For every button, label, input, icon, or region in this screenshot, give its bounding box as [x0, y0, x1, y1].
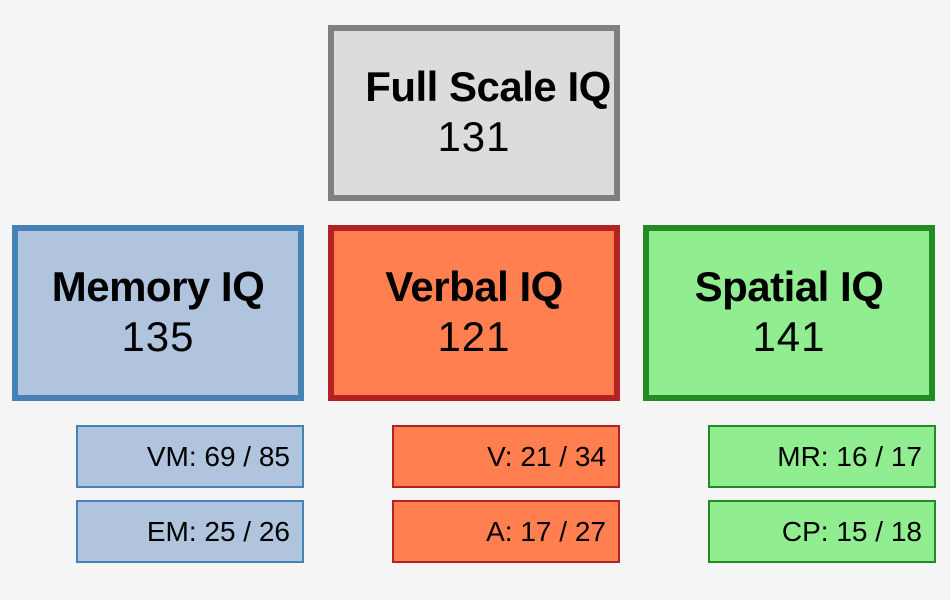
full-scale-iq-box: Full Scale IQ 131	[328, 25, 620, 201]
full-scale-iq-score: 131	[437, 112, 511, 160]
verbal-iq-box: Verbal IQ 121	[328, 225, 620, 401]
spatial-iq-title: Spatial IQ	[694, 262, 884, 310]
subtest-mr: MR: 16 / 17	[708, 425, 936, 488]
subtest-a: A: 17 / 27	[392, 500, 620, 563]
memory-iq-title: Memory IQ	[51, 262, 265, 310]
verbal-iq-score: 121	[437, 312, 511, 360]
verbal-iq-title: Verbal IQ	[385, 262, 563, 310]
subtest-vm: VM: 69 / 85	[76, 425, 304, 488]
subtest-em: EM: 25 / 26	[76, 500, 304, 563]
memory-iq-box: Memory IQ 135	[12, 225, 304, 401]
spatial-iq-box: Spatial IQ 141	[643, 225, 935, 401]
memory-iq-score: 135	[121, 312, 195, 360]
spatial-iq-score: 141	[752, 312, 826, 360]
full-scale-iq-title: Full Scale IQ	[365, 62, 611, 110]
subtest-cp: CP: 15 / 18	[708, 500, 936, 563]
subtest-v: V: 21 / 34	[392, 425, 620, 488]
